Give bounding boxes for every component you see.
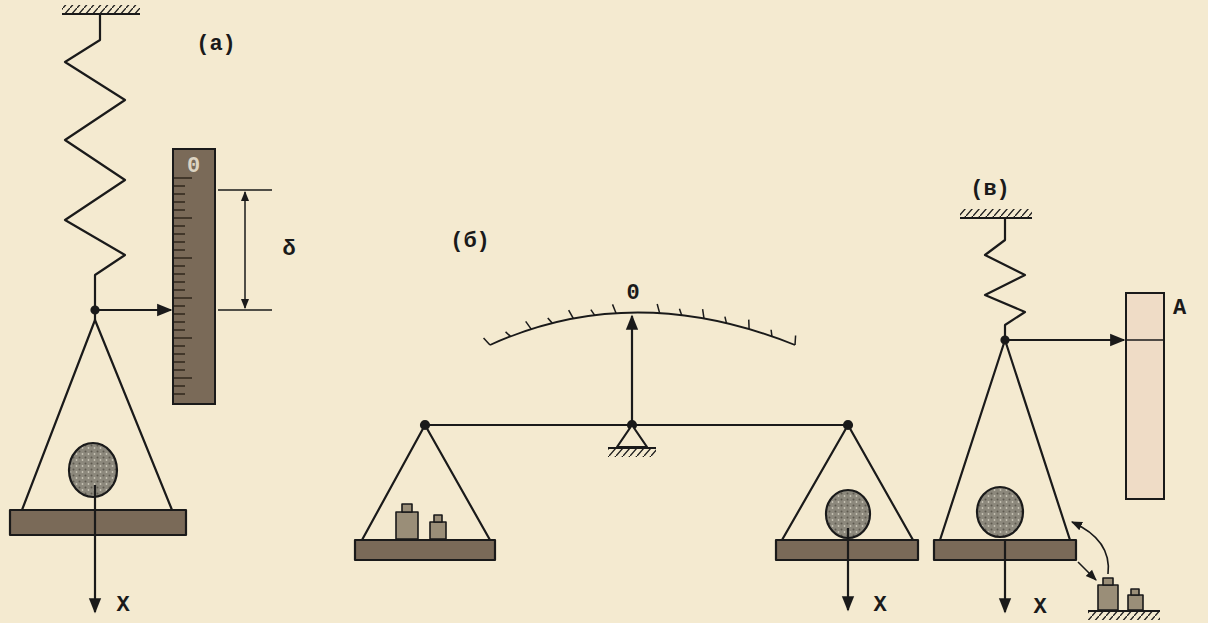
marker-plate: A [1125, 292, 1165, 500]
zero-mark: 0 [626, 283, 639, 305]
figure-label: (в) [970, 179, 1010, 201]
balance-scale [355, 304, 918, 610]
marker-label: A [1173, 298, 1186, 320]
spring-scale [10, 5, 272, 612]
force-label: X [1033, 597, 1046, 619]
scale-zero: 0 [187, 156, 200, 178]
dimension-label: δ [282, 239, 295, 261]
force-label: X [873, 595, 886, 617]
tick-marks [1127, 294, 1163, 498]
graduated-scale: 0 [172, 148, 216, 405]
figure-label: (б) [450, 231, 490, 253]
tick-marks [174, 150, 214, 403]
force-label: X [116, 595, 129, 617]
figure-label: (а) [196, 34, 236, 56]
